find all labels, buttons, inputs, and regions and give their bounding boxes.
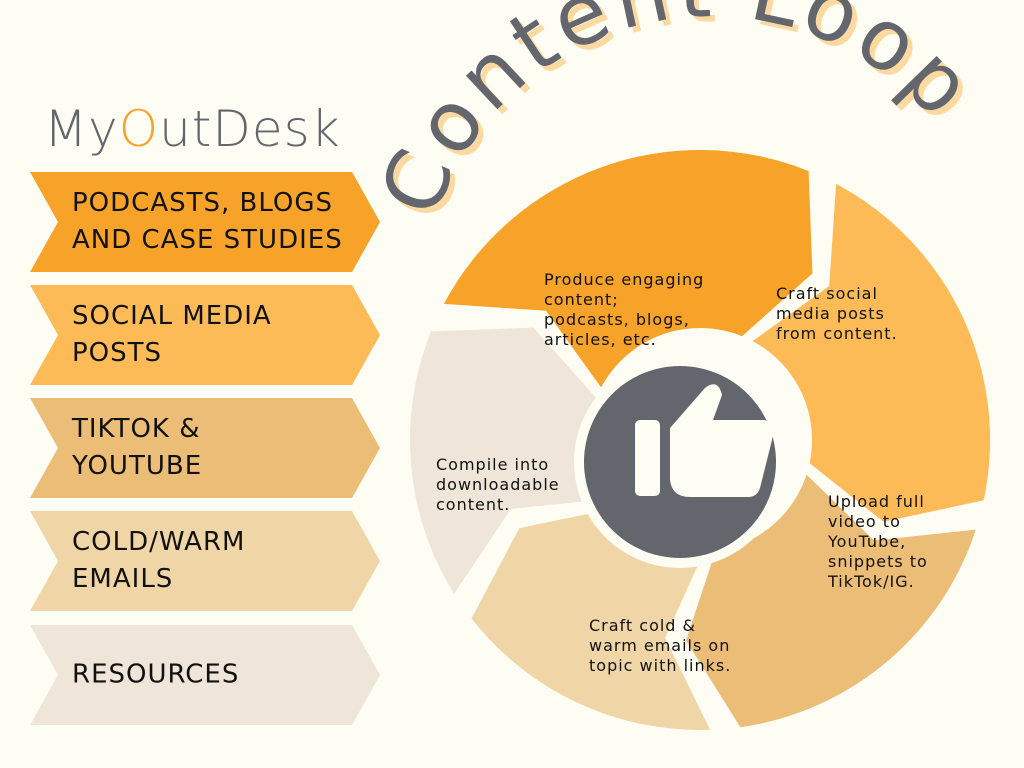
loop-segment [686,474,976,728]
loop-segment [752,183,991,522]
logo-part: My [44,100,119,158]
category-podcasts-blogs: PODCASTS, BLOGS AND CASE STUDIES [30,172,380,272]
logo-o: O [118,100,160,158]
step-compile: Compile into downloadable content. [436,455,560,514]
loop-segment [471,509,711,730]
myoutdesk-logo: MyOutDesk [44,100,341,158]
loop-segment [410,327,605,594]
step-produce-content: Produce engaging content; podcasts, blog… [544,270,705,349]
category-tiktok-youtube: TIKTOK & YOUTUBE [30,398,380,498]
thumbs-up-icon [635,384,773,497]
category-emails: COLD/WARM EMAILS [30,511,380,611]
category-label: RESOURCES [72,659,240,690]
logo-part: utDesk [159,100,341,158]
step-emails: Craft cold & warm emails on topic with l… [589,616,732,675]
category-label: COLD/WARM EMAILS [72,527,246,594]
step-upload-video: Upload full video to YouTube, snippets t… [828,492,928,591]
loop-segment [443,149,813,388]
category-label: SOCIAL MEDIA POSTS [72,301,272,368]
category-label: TIKTOK & YOUTUBE [72,414,203,481]
step-social-posts: Craft social media posts from content. [776,284,898,343]
category-social-media: SOCIAL MEDIA POSTS [30,285,380,385]
category-label: PODCASTS, BLOGS AND CASE STUDIES [72,188,343,255]
category-resources: RESOURCES [30,625,380,725]
title-word: Loop [743,0,996,139]
